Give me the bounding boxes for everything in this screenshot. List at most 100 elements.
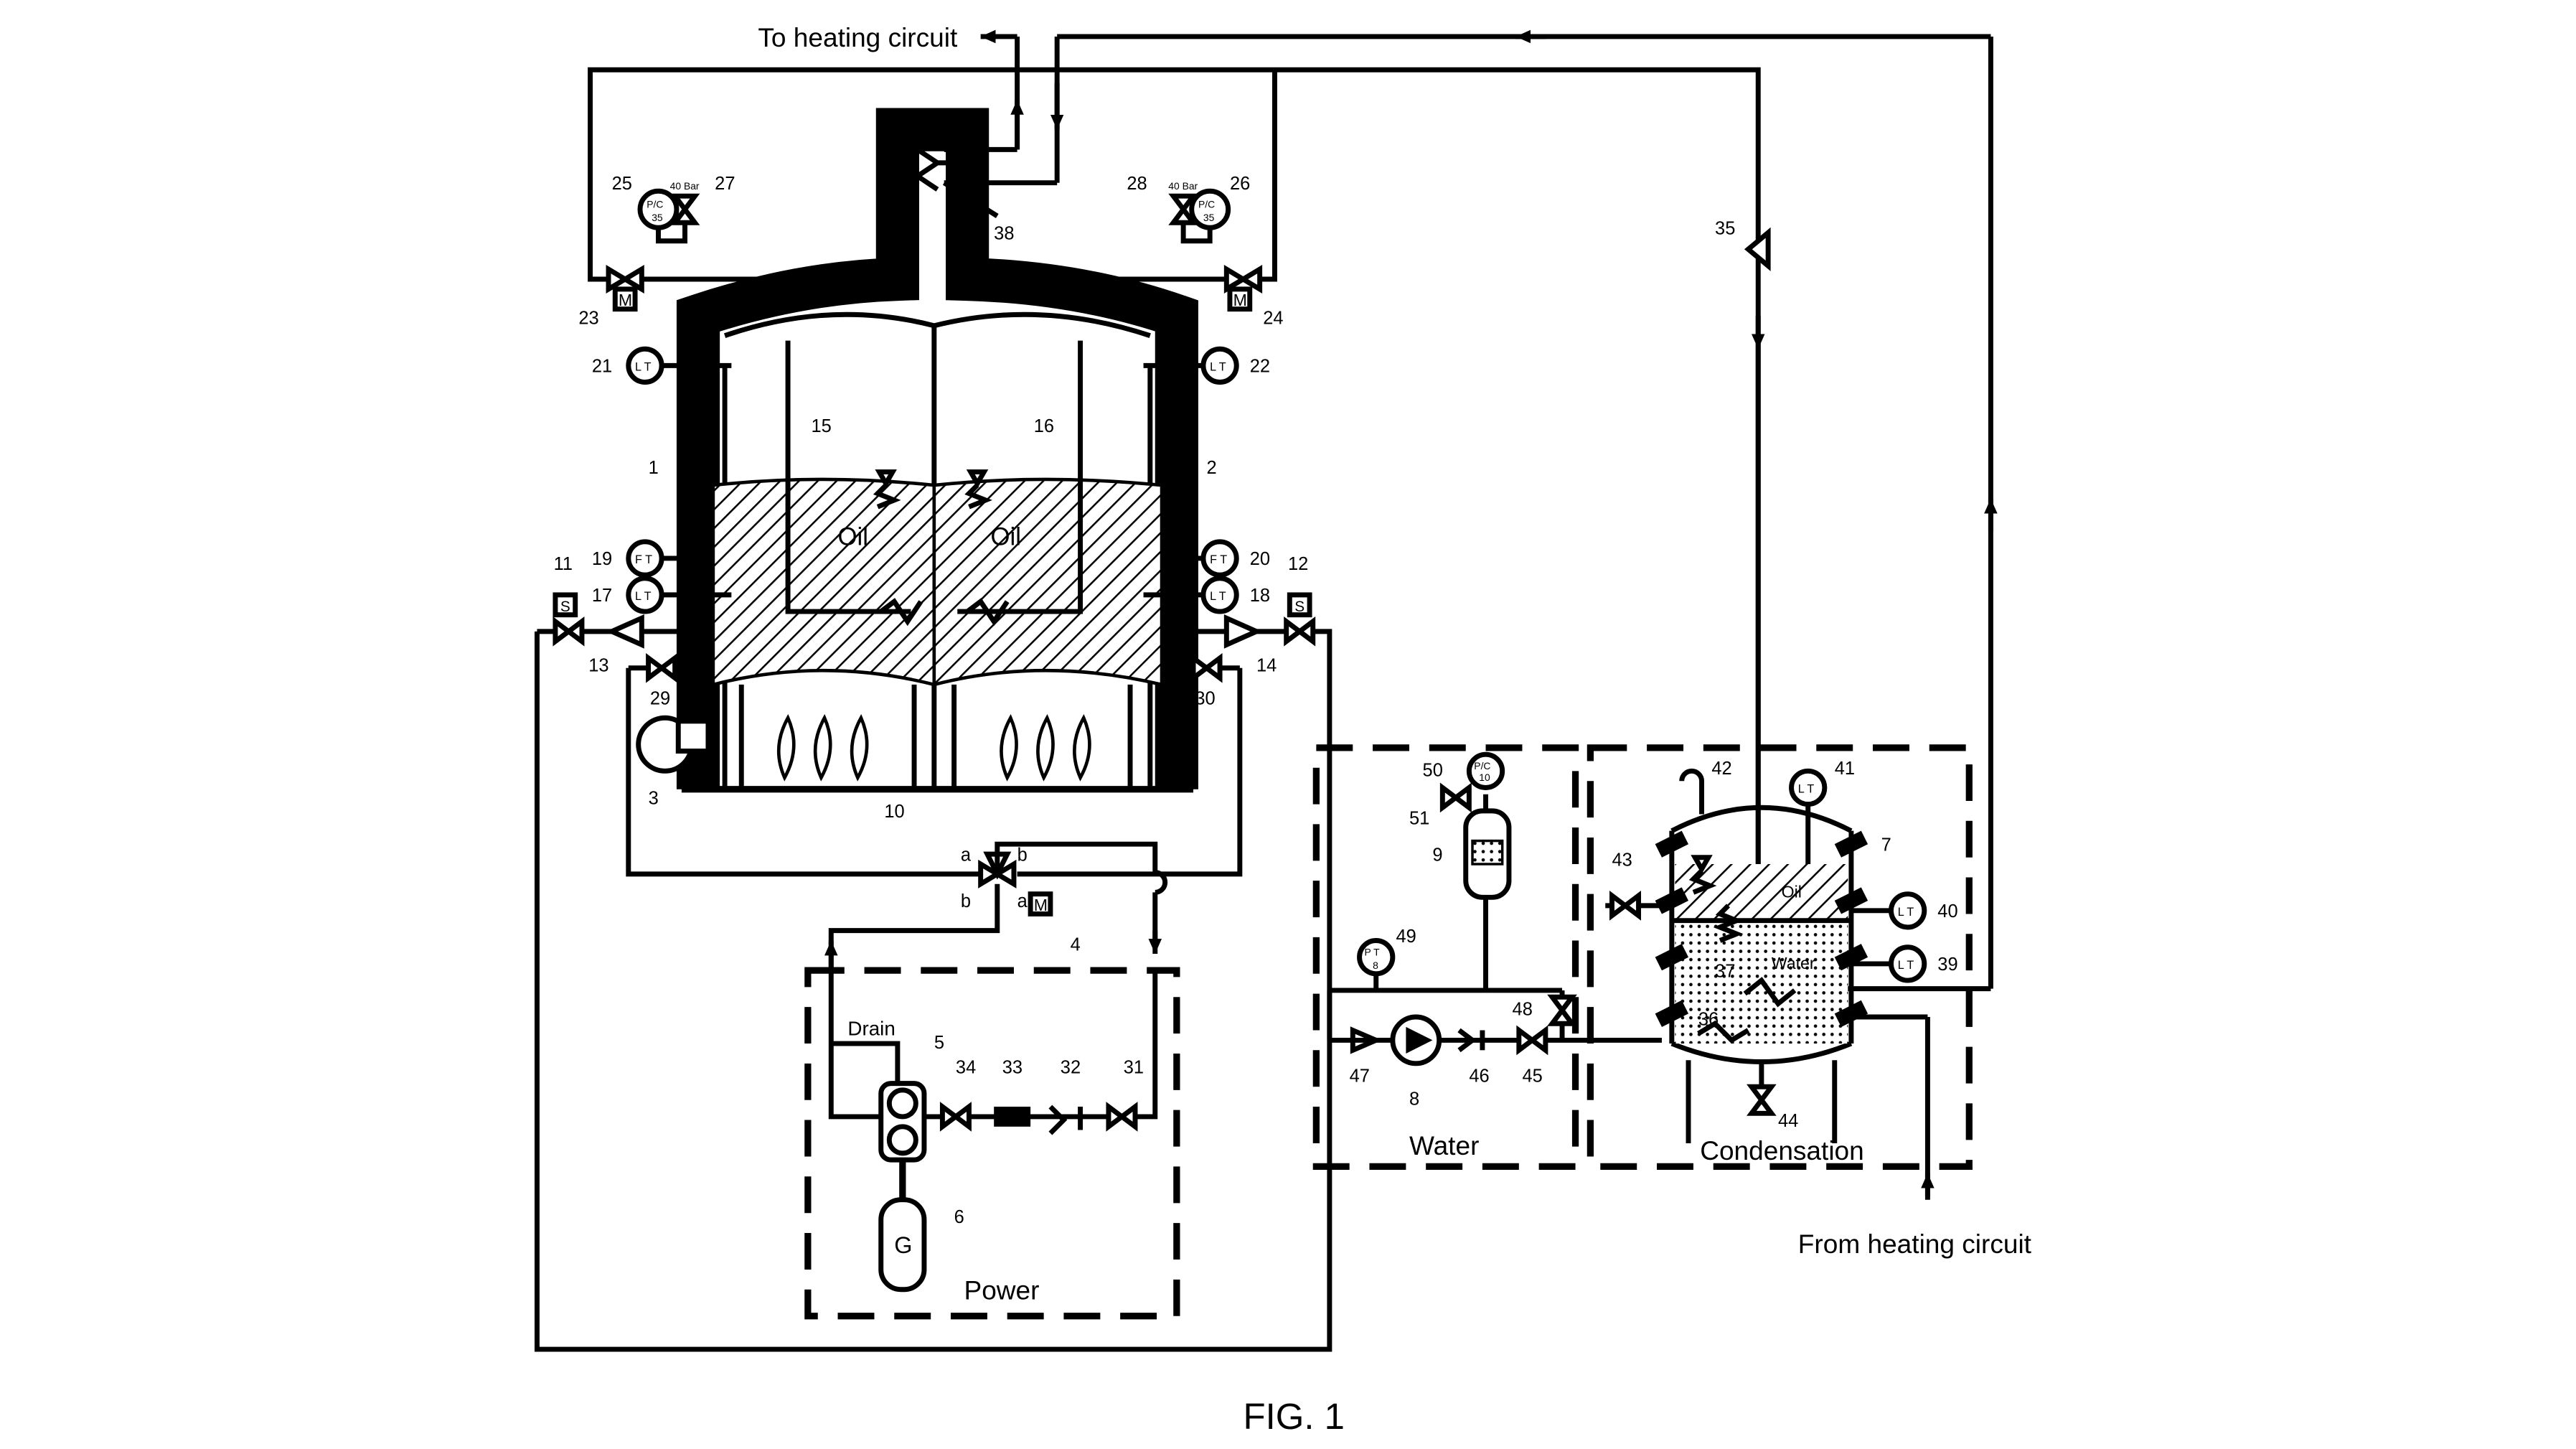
label-to-heating: To heating circuit	[758, 22, 958, 52]
ref-35: 35	[1715, 218, 1735, 238]
ref-38: 38	[994, 223, 1014, 243]
condensation-section	[1587, 744, 1973, 1171]
label-from-heating: From heating circuit	[1798, 1229, 2032, 1259]
ref-19: 19	[592, 549, 612, 569]
ref-4: 4	[1071, 934, 1081, 955]
relief-28-rating: 40 Bar	[1168, 180, 1198, 192]
ref-37: 37	[1715, 961, 1735, 981]
ref-12: 12	[1288, 554, 1308, 574]
side-circuits	[534, 592, 1332, 1352]
pic-26-tag: P/C	[1198, 198, 1215, 210]
ref-40: 40	[1937, 901, 1957, 922]
ref-20: 20	[1250, 549, 1270, 569]
ref-13: 13	[588, 655, 608, 675]
ref-16: 16	[1034, 416, 1054, 436]
pic-25-setpoint: 35	[652, 212, 663, 223]
vessel-instruments	[626, 346, 1239, 614]
ft-20-tag: F T	[1210, 553, 1227, 566]
oil-right-label: Oil	[991, 523, 1021, 550]
ref-47: 47	[1350, 1066, 1370, 1086]
ref-22: 22	[1250, 357, 1270, 377]
ref-31: 31	[1124, 1058, 1144, 1078]
section-condensation-title: Condensation	[1700, 1135, 1864, 1166]
ref-15: 15	[811, 416, 831, 436]
ref-45: 45	[1522, 1066, 1542, 1086]
motor-24-tag: M	[1233, 291, 1247, 309]
text-labels: To heating circuit From heating circuit …	[554, 22, 2032, 1437]
port-b-upper: b	[1017, 845, 1028, 865]
ref-5: 5	[934, 1033, 944, 1053]
solenoid-11-tag: S	[560, 599, 570, 615]
ref-34: 34	[956, 1058, 976, 1078]
ref-49: 49	[1396, 927, 1416, 947]
water-condenser-label: Water	[1772, 954, 1815, 972]
ref-50: 50	[1423, 760, 1443, 780]
pt-49-setpoint: 8	[1373, 960, 1378, 971]
label-drain: Drain	[847, 1017, 895, 1039]
motor-23-tag: M	[619, 291, 632, 309]
ref-51: 51	[1409, 808, 1429, 828]
ref-7: 7	[1881, 835, 1891, 855]
oil-left	[711, 477, 936, 687]
ref-17: 17	[592, 586, 612, 606]
lt-18-tag: L T	[1210, 590, 1226, 603]
ref-6: 6	[954, 1207, 964, 1227]
ref-33: 33	[1002, 1058, 1023, 1078]
lt-17-tag: L T	[635, 590, 652, 603]
solenoid-12-tag: S	[1294, 599, 1305, 615]
oil-condenser-label: Oil	[1782, 882, 1802, 901]
oil-left-label: Oil	[838, 523, 868, 550]
ref-2: 2	[1207, 458, 1217, 478]
relief-27-rating: 40 Bar	[670, 180, 700, 192]
ref-48: 48	[1513, 1000, 1533, 1020]
ref-44: 44	[1778, 1111, 1798, 1131]
ft-19-tag: F T	[635, 553, 652, 566]
main-vessel	[676, 108, 1198, 793]
ref-46: 46	[1469, 1066, 1489, 1086]
lt-41-tag: L T	[1798, 782, 1815, 795]
ref-36: 36	[1698, 1010, 1719, 1030]
ref-14: 14	[1256, 655, 1277, 675]
ref-42: 42	[1711, 759, 1731, 779]
burner-flames	[776, 714, 1091, 782]
power-section	[804, 957, 1180, 1320]
port-b-lower: b	[961, 891, 971, 911]
ref-39: 39	[1937, 955, 1957, 975]
ref-8: 8	[1409, 1089, 1419, 1110]
ref-43: 43	[1612, 850, 1632, 870]
ref-1: 1	[649, 458, 659, 478]
oil-right	[932, 477, 1164, 687]
ref-11: 11	[554, 554, 573, 574]
ref-21: 21	[592, 357, 612, 377]
section-power-title: Power	[964, 1275, 1040, 1305]
ref-18: 18	[1250, 586, 1270, 606]
ref-10: 10	[884, 802, 904, 822]
ref-23: 23	[578, 308, 598, 328]
ref-3: 3	[649, 789, 659, 809]
ref-27: 27	[715, 174, 735, 194]
port-a-lower: a	[1017, 891, 1028, 911]
lt-39-tag: L T	[1898, 959, 1914, 972]
section-water-title: Water	[1409, 1130, 1479, 1160]
lt-40-tag: L T	[1898, 906, 1914, 919]
lt-21-tag: L T	[635, 360, 652, 373]
port-a-upper: a	[961, 845, 972, 865]
ref-28: 28	[1127, 174, 1147, 194]
ref-9: 9	[1432, 845, 1442, 865]
pic-26-setpoint: 35	[1203, 212, 1215, 223]
ref-30: 30	[1195, 689, 1215, 709]
pt-49-tag: P T	[1365, 946, 1381, 957]
pic-25-tag: P/C	[647, 198, 663, 210]
water-section	[1312, 744, 1662, 1171]
pic-50-tag: P/C	[1474, 760, 1490, 772]
ref-32: 32	[1061, 1058, 1081, 1078]
ref-25: 25	[612, 174, 632, 194]
ref-41: 41	[1835, 759, 1855, 779]
ref-24: 24	[1263, 308, 1283, 328]
motor-4-tag: M	[1034, 896, 1048, 914]
ref-26: 26	[1230, 174, 1250, 194]
figure-caption: FIG. 1	[1243, 1396, 1344, 1437]
lt-22-tag: L T	[1210, 360, 1226, 373]
pic-50-setpoint: 10	[1479, 772, 1490, 783]
